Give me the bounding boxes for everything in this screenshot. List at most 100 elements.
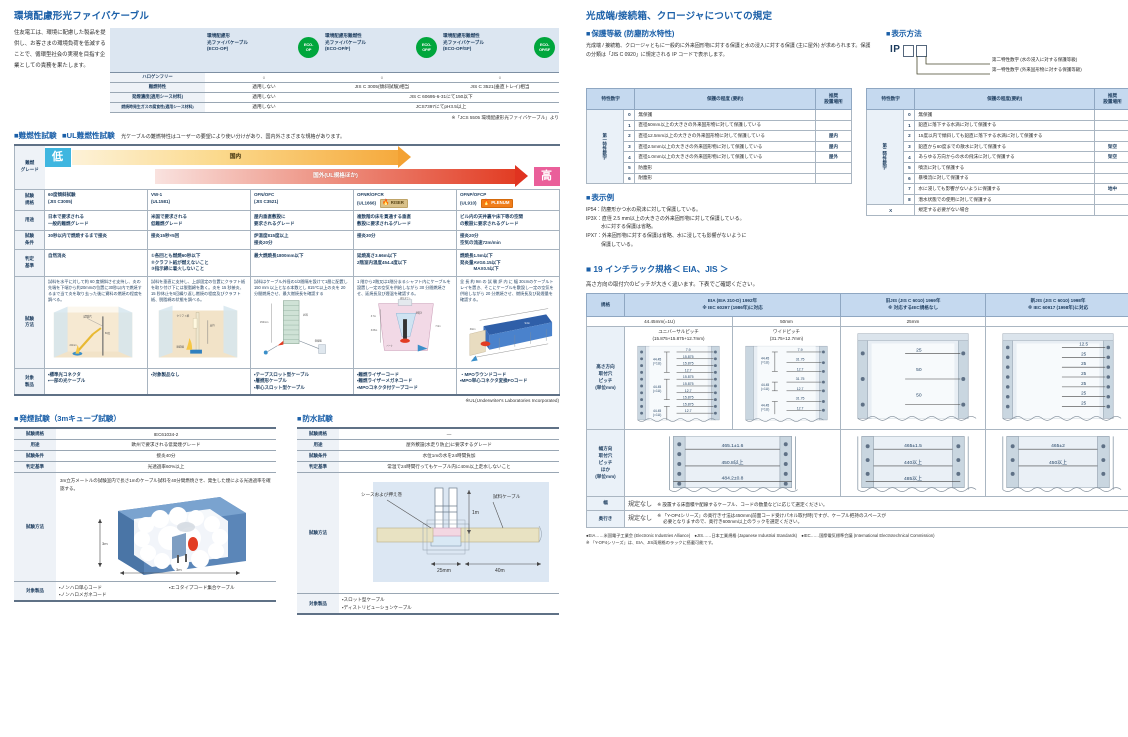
oldjis-width-figure: 465±1.5 440以上 485以上 [844, 432, 982, 494]
ip-right-desc-3: 鉛直から60度までの散水に対して保護する [914, 140, 1095, 153]
svg-text:465.1±1.6: 465.1±1.6 [722, 444, 744, 450]
svg-text:支持: 支持 [210, 323, 216, 327]
ip-right-num-0: 0 [903, 109, 916, 121]
eco-row-2-cell-1: JIS C 60695-6-31にて150以下 [323, 91, 559, 103]
svg-text:25: 25 [1081, 371, 1087, 376]
svg-text:15.875: 15.875 [683, 362, 694, 366]
protection-grade-lead: 光成端 / 接続箱、クロージャともに一般的に外来固形物に対する保護と水の浸入に対… [586, 43, 871, 58]
ip-left-desc-5: 防塵形 [634, 161, 816, 174]
eco-col-2-line3: (ECO-OP/F) [325, 46, 351, 52]
water-product-1: ・ディストリビューションケーブル [342, 604, 412, 610]
table-row: 1 直径50mm以上の大きさの外来固形物に対して保護している [587, 119, 852, 132]
svg-text:440以上: 440以上 [904, 459, 922, 466]
rack-bottom-1-note: ※ 「Y-OP4シリーズ」の奥行き寸法は450mm(前面コード受けパネル取付時)… [657, 513, 886, 525]
svg-text:25: 25 [1081, 381, 1087, 386]
table-row: 7 水に浸しても影響がないように保護する 地中 [867, 183, 1128, 195]
rack-bottom-1-label: 奥行き [586, 510, 625, 529]
svg-text:25: 25 [1081, 361, 1087, 366]
table-row: 判定基準 光透過率60%以上 [14, 461, 276, 474]
svg-text:31.75: 31.75 [796, 358, 805, 362]
svg-text:20mm: 20mm [70, 343, 77, 346]
ip-right-place-4: 架空 [1094, 151, 1128, 163]
ip-examples-title: 表示例 [586, 192, 852, 203]
smoke-test-table: 試験規格 IEC61034-2 用途 欧州で要求される低発煙グレード 試験条件 … [14, 427, 276, 603]
grade-row-label: 難燃 グレード [14, 143, 45, 190]
ip-prefix-label: IP [890, 44, 901, 55]
criteria-cell-0: 自然消炎 [44, 249, 148, 277]
svg-text:試料: 試料 [303, 313, 309, 317]
table-row: 2 直径12.5mm以上の大きさの外来固形物に対して保護している 屋内 [587, 130, 852, 142]
grade-high-chip: 高 [533, 166, 560, 186]
flammability-table: 難燃 グレード 低 高 国内 国外(UL規格ほか) [14, 143, 560, 397]
ip-right-vertical-label: 第二特性数字 [865, 108, 905, 206]
left-column: 環境配慮形光ファイバケーブル 住友電工は、環境に配慮した製品を提供し、お客さまの… [14, 8, 560, 616]
eco-col-1-line3: (ECO-OP) [207, 46, 229, 52]
flammability-lead: 光ケーブルの難燃特性はユーザーの要望により使い分けがあり、国内外さまざまな規格が… [121, 133, 345, 140]
standard-cell-3: OFNR/OFCR (UL1666) 🔥RISER [353, 188, 457, 212]
ip-right-num-9: X [865, 204, 916, 216]
notation-method-title: 表示方法 [886, 28, 1128, 39]
ip-left-header-2: 推奨 設置場所 [815, 88, 852, 110]
products-cell-0: ・標準光コネクタ ・一部の光ケーブル [44, 368, 148, 397]
svg-text:7.9: 7.9 [686, 348, 691, 352]
table-row: 判定基準 常温で24時間行ってもケーブル内に40m以上走水しないこと [297, 461, 559, 474]
rack-height-pitch-row: 高さ方向 取付穴 ピッチ (単位mm) ユニバーサルピッチ (15.875+15… [586, 325, 1128, 431]
smoke-row-1-label: 用途 [14, 439, 56, 452]
water-row-2-value: 水位1mの水を24時間負加 [339, 450, 559, 463]
universal-pitch-name: ユニバーサルピッチ (15.875+15.875+12.7mm) [652, 328, 705, 341]
oldjis-width-svg: 465±1.5 440以上 485以上 [857, 436, 977, 493]
ip-left-desc-2: 直径12.5mm以上の大きさの外来固形物に対して保護している [634, 130, 816, 142]
svg-text:50: 50 [916, 393, 922, 399]
condition-cell-4: 接炎20分 空気の流速72m/min [456, 229, 560, 251]
plenum-badge-icon: 🔥PLENUM [480, 198, 514, 208]
products-cell-2: ・テープスロット型ケーブル ・層撚形ケーブル ・単心スロット型ケーブル [250, 368, 354, 397]
ip-left-place-1 [815, 119, 852, 132]
condition-cell-3: 接炎30分 [353, 229, 457, 251]
ip-right-desc-6: 暴噴流に対して保護する [914, 172, 1095, 185]
table-row: 第一特性数字 0 無保護 [585, 108, 852, 185]
ip-right-desc-2: 15度以内で傾斜しても鉛直に落下する水滴に対して保護する [914, 130, 1095, 142]
usage-row: 用途 日本で要求される 一般的難燃グレード 米国で要求される 低難燃グレード 屋… [14, 210, 560, 231]
table-row: 4 直径1.0mm以上の大きさの外来固形物に対して保護している 屋外 [587, 151, 852, 163]
ip-right-desc-9: 規定する必要がない場合 [914, 204, 1095, 216]
svg-text:12.7: 12.7 [685, 389, 692, 393]
ip-left-header-1: 保護の程度 (要約) [634, 88, 816, 110]
eco-row-2-cell-0: 適用しない [205, 91, 323, 103]
svg-text:(=1U): (=1U) [653, 389, 661, 393]
rack-bottom-0-label: 幅 [586, 496, 625, 512]
criteria-cell-3: 延焼高さ3.66m以下 2階室内温度454.4度以下 [353, 249, 457, 277]
svg-text:12.5: 12.5 [1079, 342, 1088, 347]
ip-first-digit-table: 特性数字 保護の程度 (要約) 推奨 設置場所 第一特性数字 0 無保護 [585, 88, 852, 185]
svg-text:30cm: 30cm [470, 329, 476, 331]
rack-legend-line-1: ※ 「Y-OP4シリーズ」は、EIA、JIS両規格のラックに搭載可能です。 [586, 540, 716, 546]
standard-cell-0: 60度傾斜試験 (JIS C3005) [44, 188, 148, 212]
ip-right-place-7: 地中 [1094, 183, 1128, 195]
condition-row: 試験 条件 30秒以内で燃焼するまで接炎 接炎15秒×5回 炉温度815度以上 … [14, 229, 560, 251]
svg-text:15.875: 15.875 [683, 382, 694, 386]
svg-text:12.7: 12.7 [685, 410, 692, 414]
table-row: 6 耐塵形 [587, 172, 852, 185]
method-text-2: 試料はケーブル外径の1/2間隔を設けて1層に配置し 150 mm 以上となる本数… [254, 279, 348, 297]
condition-cell-0: 30秒以内で燃焼するまで接炎 [44, 229, 148, 251]
svg-text:44.45: 44.45 [653, 358, 661, 362]
jis-tray-svg: 150mm 試料 制御盤 [260, 300, 326, 355]
ip-right-place-6 [1094, 172, 1128, 185]
water-method-cell: 1m シースおよび押え巻 試料ケーブル 25mm [339, 472, 559, 595]
svg-text:熱電対: 熱電対 [416, 311, 423, 315]
eco-col-1: 環境配慮形 光ファイバケーブル (ECO-OP) ECO-OP [205, 28, 323, 73]
ip-left-num-6: 6 [623, 172, 636, 185]
table-row: 試験規格 — [297, 427, 559, 441]
svg-text:クラフト紙: クラフト紙 [176, 313, 189, 317]
bottom-tests-row: 発煙試験（3mキューブ試験） 試験規格 IEC61034-2 用途 欧州で要求さ… [14, 413, 559, 616]
usage-cell-2: 屋内垂直敷設に 要求されるグレード [250, 210, 354, 231]
svg-text:3.7m: 3.7m [371, 317, 376, 319]
svg-text:485以上: 485以上 [904, 475, 922, 482]
eco-col-3: 環境配慮形難燃性 光ファイバケーブル (ECO-OP/SF) ECO-OP/SF [441, 28, 559, 73]
water-method-label: 試験方法 [297, 472, 339, 595]
ip-left-place-6 [815, 172, 852, 185]
flame-icon: 🔥 [382, 200, 390, 207]
table-row: 用途 欧州で要求される低発煙グレード [14, 439, 276, 452]
ip-right-desc-1: 鉛直に落下する水滴に対して保護する [914, 119, 1095, 132]
